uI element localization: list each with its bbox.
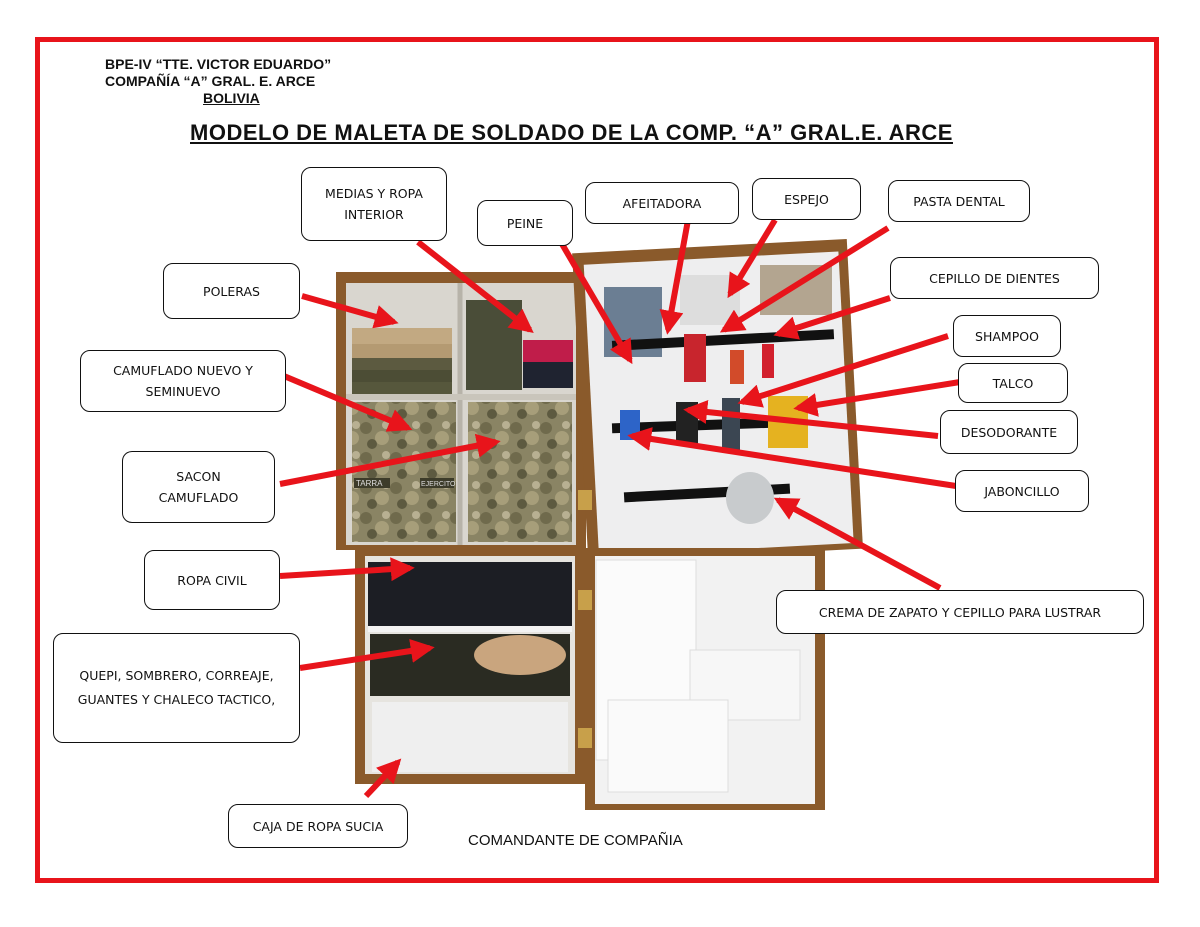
arrow-afeitadora: [659, 219, 691, 335]
label-poleras: POLERAS: [163, 263, 300, 319]
label-pasta-dental: PASTA DENTAL: [888, 180, 1030, 222]
arrow-sacon: [279, 433, 501, 487]
label-caja-de-ropa-sucia: CAJA DE ROPA SUCIA: [228, 804, 408, 848]
arrow-peine: [559, 242, 633, 365]
patch-text-2: EJERCITO: [421, 481, 456, 488]
arrow-espejo: [727, 218, 778, 299]
unit-header-line2: COMPAÑÍA “A” GRAL. E. ARCE: [105, 73, 316, 89]
arrow-camuflado: [282, 373, 413, 432]
label-quepi-sombrero-correaje: QUEPI, SOMBRERO, CORREAJE, GUANTES Y CHA…: [53, 633, 300, 743]
unit-header-line1: BPE-IV “TTE. VICTOR EDUARDO”: [105, 56, 332, 72]
arrow-talco: [793, 379, 961, 417]
page-frame: [35, 37, 1159, 883]
callout-arrows: [279, 218, 961, 799]
cabinet-right-door: [572, 238, 863, 563]
cabinet-left-lower: [355, 548, 587, 784]
arrow-pasta: [719, 225, 890, 333]
arrow-shampoo: [737, 333, 949, 408]
arrow-ropacivil: [279, 557, 415, 582]
label-crema-de-zapato: CREMA DE ZAPATO Y CEPILLO PARA LUSTRAR: [776, 590, 1144, 634]
arrow-desodorante: [683, 400, 939, 439]
arrow-crema: [773, 497, 942, 591]
label-camuflado-nuevo-y-seminuevo: CAMUFLADO NUEVO Y SEMINUEVO: [80, 350, 286, 412]
label-peine: PEINE: [477, 200, 573, 246]
label-shampoo: SHAMPOO: [953, 315, 1061, 357]
arrow-cepillo: [773, 295, 891, 340]
unit-header-country: BOLIVIA: [203, 90, 260, 106]
arrow-caja: [363, 758, 402, 799]
page-title: MODELO DE MALETA DE SOLDADO DE LA COMP. …: [190, 120, 953, 145]
label-sacon-camuflado: SACON CAMUFLADO: [122, 451, 275, 523]
label-espejo: ESPEJO: [752, 178, 861, 220]
label-jaboncillo: JABONCILLO: [955, 470, 1089, 512]
footer-signature-line: COMANDANTE DE COMPAÑIA: [468, 832, 683, 849]
arrow-poleras: [301, 293, 399, 329]
patch-text: TARRA: [356, 479, 383, 488]
arrow-medias: [416, 239, 534, 333]
label-cepillo-de-dientes: CEPILLO DE DIENTES: [890, 257, 1099, 299]
label-afeitadora: AFEITADORA: [585, 182, 739, 224]
label-ropa-civil: ROPA CIVIL: [144, 550, 280, 610]
arrow-quepi: [299, 639, 435, 671]
label-talco: TALCO: [958, 363, 1068, 403]
label-medias-y-ropa-interior: MEDIAS Y ROPA INTERIOR: [301, 167, 447, 241]
label-desodorante: DESODORANTE: [940, 410, 1078, 454]
arrow-jaboncillo: [627, 427, 957, 489]
